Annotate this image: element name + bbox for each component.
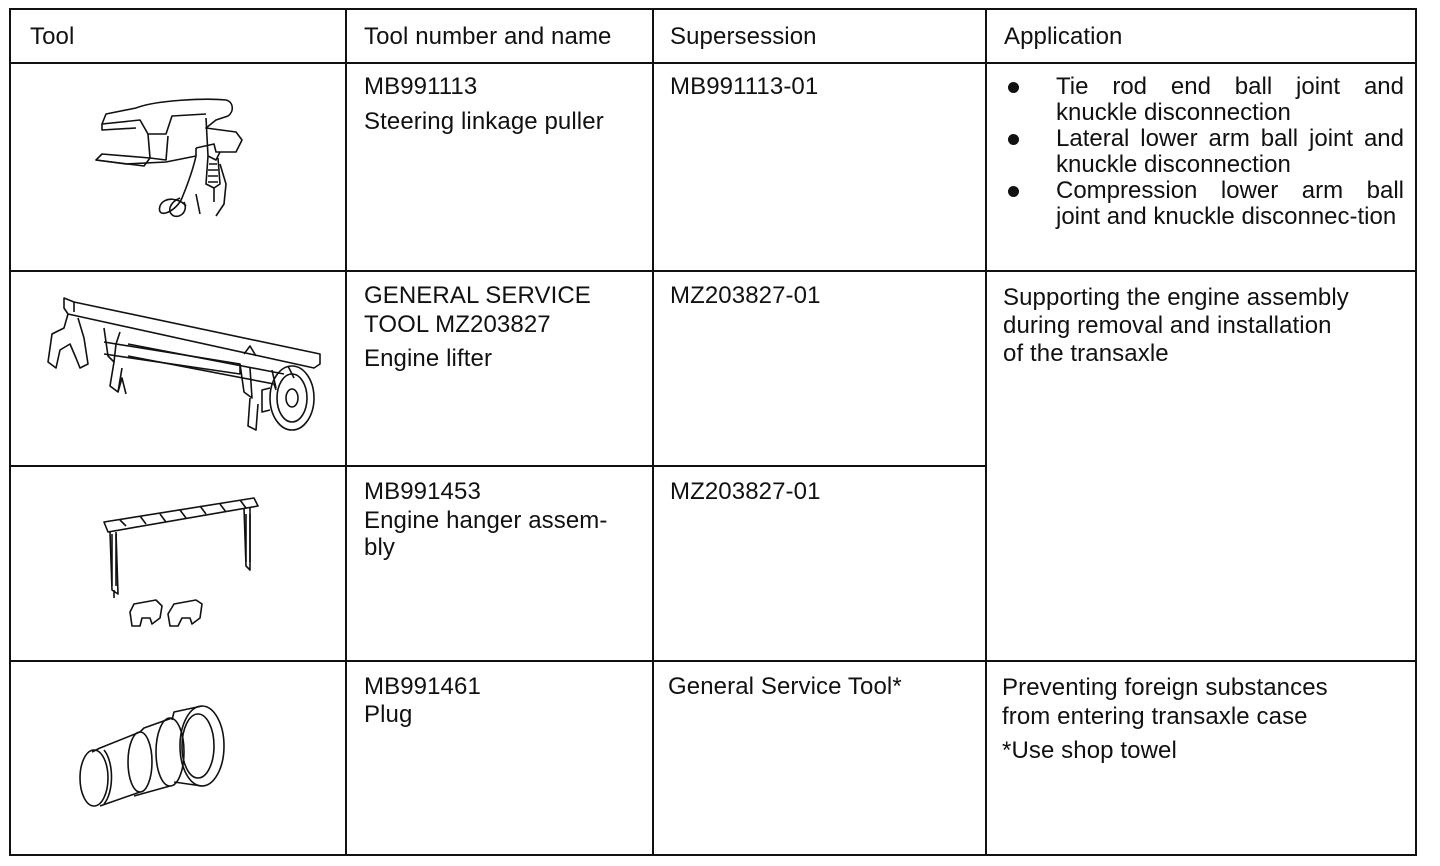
- tool-name: Engine hanger assem-: [364, 507, 608, 534]
- row-divider: [9, 465, 986, 467]
- row-divider: [9, 270, 1417, 272]
- application-note: *Use shop towel: [1002, 737, 1177, 764]
- row-divider: [9, 62, 1417, 64]
- supersession-value: MZ203827-01: [670, 282, 821, 309]
- application-text: of the transaxle: [1003, 340, 1169, 367]
- tool-number: GENERAL SERVICE: [364, 282, 591, 309]
- application-text: during removal and installation: [1003, 312, 1332, 339]
- application-bullet-list: Tie rod end ball joint and knuckle disco…: [1002, 74, 1404, 230]
- application-bullet: Compression lower arm ball joint and knu…: [1002, 178, 1404, 230]
- column-divider: [985, 8, 987, 856]
- engine-hanger-assembly-icon: [100, 494, 264, 642]
- application-bullet: Tie rod end ball joint and knuckle disco…: [1002, 74, 1404, 126]
- tool-name: Engine lifter: [364, 345, 493, 372]
- tool-name: bly: [364, 534, 395, 561]
- row-divider: [9, 660, 1417, 662]
- header-supersession: Supersession: [670, 23, 817, 50]
- column-divider: [652, 8, 654, 856]
- steering-linkage-puller-icon: [96, 94, 246, 226]
- tool-number: MB991453: [364, 478, 481, 505]
- application-text: from entering transaxle case: [1002, 703, 1308, 730]
- supersession-value: MB991113-01: [670, 73, 819, 100]
- supersession-value: General Service Tool*: [668, 673, 902, 700]
- supersession-value: MZ203827-01: [670, 478, 821, 505]
- application-text: Preventing foreign substances: [1002, 674, 1328, 701]
- tool-name: Plug: [364, 701, 413, 728]
- tool-name: Steering linkage puller: [364, 108, 604, 135]
- header-tool-number-and-name: Tool number and name: [364, 23, 612, 50]
- tool-number: TOOL MZ203827: [364, 311, 551, 338]
- plug-icon: [74, 700, 230, 820]
- header-application: Application: [1004, 23, 1123, 50]
- column-divider: [345, 8, 347, 856]
- tool-number: MB991113: [364, 73, 478, 100]
- engine-lifter-icon: [44, 298, 324, 448]
- header-tool: Tool: [30, 23, 75, 50]
- application-text: Supporting the engine assembly: [1003, 284, 1349, 311]
- tool-number: MB991461: [364, 673, 481, 700]
- application-bullet: Lateral lower arm ball joint and knuckle…: [1002, 126, 1404, 178]
- special-tools-table: [9, 8, 1417, 856]
